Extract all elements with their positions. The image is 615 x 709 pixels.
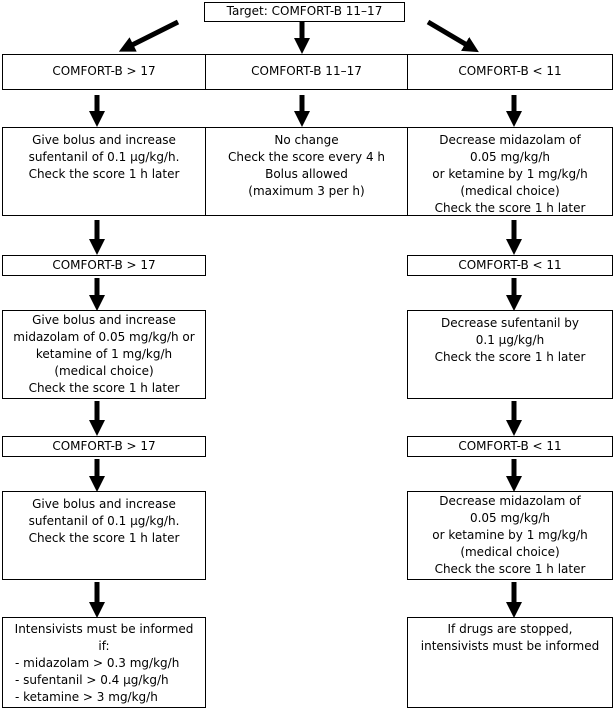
right-step3-line: Decrease midazolam of [439, 494, 581, 508]
right-final-line: If drugs are stopped, [447, 622, 573, 636]
left-final-heading: if: [98, 639, 110, 653]
right-step1-line: or ketamine by 1 mg/kg/h [432, 167, 588, 181]
left-cond3-box: COMFORT-B > 17 [2, 436, 206, 457]
middle-step1-line: (maximum 3 per h) [248, 184, 365, 198]
middle-step1-line: Bolus allowed [265, 167, 348, 181]
right-step3-line: 0.05 mg/kg/h [469, 511, 551, 525]
left-step1-box: Give bolus and increase sufentanil of 0.… [2, 127, 206, 216]
arrow-target-to-left [118, 19, 180, 52]
left-cond2-box: COMFORT-B > 17 [2, 255, 206, 276]
right-cond2-box: COMFORT-B < 11 [407, 255, 613, 276]
left-step3-line: Give bolus and increase [32, 497, 176, 511]
left-final-box: Intensivists must be informed if: - mida… [2, 617, 206, 708]
left-step1-line: Give bolus and increase [32, 133, 176, 147]
right-step1-line: (medical choice) [460, 184, 560, 198]
middle-step1-line: No change [274, 133, 339, 147]
left-step2-line: Check the score 1 h later [28, 381, 180, 395]
left-step2-line: ketamine of 1 mg/kg/h [35, 347, 173, 361]
left-cond2-label: COMFORT-B > 17 [52, 258, 156, 272]
target-label: Target: COMFORT-B 11–17 [226, 4, 383, 18]
right-step1-line: 0.05 mg/kg/h [469, 150, 551, 164]
left-step3-line: sufentanil of 0.1 µg/kg/h. [28, 514, 180, 528]
right-step2-line: Decrease sufentanil by [440, 316, 579, 330]
left-step3-box: Give bolus and increase sufentanil of 0.… [2, 491, 206, 580]
left-final-item: - midazolam > 0.3 mg/kg/h [15, 656, 180, 670]
left-final-item: - sufentanil > 0.4 µg/kg/h [15, 673, 169, 687]
header-middle-label: COMFORT-B 11–17 [251, 64, 362, 78]
header-left-box: COMFORT-B > 17 [2, 54, 206, 90]
arrow-target-to-right [426, 19, 479, 53]
right-step1-line: Check the score 1 h later [434, 201, 586, 215]
right-cond3-box: COMFORT-B < 11 [407, 436, 613, 457]
right-step3-line: Check the score 1 h later [434, 562, 586, 576]
left-final-heading: Intensivists must be informed [14, 622, 194, 636]
left-final-item: - ketamine > 3 mg/kg/h [15, 690, 158, 704]
right-final-box: If drugs are stopped, intensivists must … [407, 617, 613, 708]
right-step2-line: Check the score 1 h later [434, 350, 586, 364]
right-final-line: intensivists must be informed [420, 639, 600, 653]
left-cond3-label: COMFORT-B > 17 [52, 439, 156, 453]
left-step2-box: Give bolus and increase midazolam of 0.0… [2, 310, 206, 399]
header-left-label: COMFORT-B > 17 [52, 64, 156, 78]
right-step3-box: Decrease midazolam of 0.05 mg/kg/h or ke… [407, 491, 613, 580]
left-step1-line: sufentanil of 0.1 µg/kg/h. [28, 150, 180, 164]
middle-step1-box: No change Check the score every 4 h Bolu… [205, 127, 408, 216]
middle-step1-line: Check the score every 4 h [227, 150, 386, 164]
left-step2-line: midazolam of 0.05 mg/kg/h or [13, 330, 195, 344]
left-step2-line: Give bolus and increase [32, 313, 176, 327]
right-step2-line: 0.1 µg/kg/h [475, 333, 545, 347]
header-middle-box: COMFORT-B 11–17 [205, 54, 408, 90]
right-cond3-label: COMFORT-B < 11 [458, 439, 562, 453]
left-step1-line: Check the score 1 h later [28, 167, 180, 181]
header-right-box: COMFORT-B < 11 [407, 54, 613, 90]
right-cond2-label: COMFORT-B < 11 [458, 258, 562, 272]
right-step1-line: Decrease midazolam of [439, 133, 581, 147]
right-step1-box: Decrease midazolam of 0.05 mg/kg/h or ke… [407, 127, 613, 216]
right-step3-line: or ketamine by 1 mg/kg/h [432, 528, 588, 542]
right-step3-line: (medical choice) [460, 545, 560, 559]
target-box: Target: COMFORT-B 11–17 [204, 2, 405, 22]
left-step2-line: (medical choice) [54, 364, 154, 378]
header-right-label: COMFORT-B < 11 [458, 64, 562, 78]
left-step3-line: Check the score 1 h later [28, 531, 180, 545]
right-step2-box: Decrease sufentanil by 0.1 µg/kg/h Check… [407, 310, 613, 399]
